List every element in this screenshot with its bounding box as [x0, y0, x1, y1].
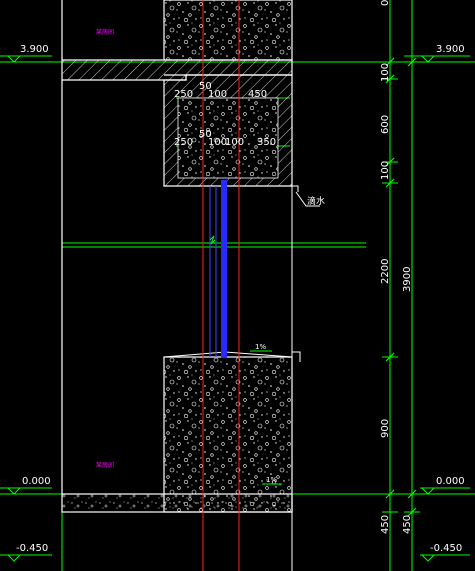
dim-900: 900	[380, 419, 391, 438]
dim-top-cut: 0	[380, 0, 391, 6]
elevation-top-right: 3.900	[436, 44, 465, 55]
elevation-marker-bottom-right	[420, 554, 470, 562]
detail-row1-a: 250	[174, 89, 193, 100]
elevation-marker-bottom-left	[0, 554, 52, 562]
sill-slope	[163, 351, 293, 358]
detail-row1-d: 450	[248, 89, 267, 100]
note-leader	[295, 191, 320, 207]
dimension-ticks	[385, 57, 417, 517]
dim-600: 600	[380, 115, 391, 134]
dim-450-a: 450	[380, 515, 391, 534]
slope-arrows	[250, 350, 282, 485]
detail-row1-b: 50	[199, 81, 212, 92]
detail-row1-c: 100	[208, 89, 227, 100]
axis-lines	[202, 0, 240, 571]
room-label-lower: 某房间	[96, 461, 114, 469]
drip-note: 滴水	[307, 195, 325, 207]
elevation-ground-right: 0.000	[436, 476, 465, 487]
slope-upper: 1%	[255, 343, 266, 351]
sill-wall	[163, 356, 293, 513]
detail-row2-c: 100	[208, 137, 227, 148]
elevation-marker-top-left	[0, 55, 52, 63]
elevation-marker-ground-left	[0, 487, 52, 495]
window	[209, 180, 227, 358]
dim-450-b: 450	[402, 515, 413, 534]
elevation-marker-ground-right	[420, 487, 470, 495]
dim-100-a: 100	[380, 63, 391, 82]
sill-cap	[292, 351, 301, 362]
upper-beam	[163, 0, 293, 61]
detail-row2-a: 250	[174, 137, 193, 148]
slope-lower: 1%	[266, 476, 277, 484]
detail-row2-d: 100	[225, 137, 244, 148]
dim-3900: 3900	[402, 267, 413, 292]
elevation-ground-left: 0.000	[22, 476, 51, 487]
dim-2200: 2200	[380, 259, 391, 284]
room-label-upper: 某房间	[96, 28, 114, 36]
drip-edge	[292, 185, 299, 192]
elevation-top-left: 3.900	[20, 44, 49, 55]
elevation-bottom-right: -0.450	[430, 543, 462, 554]
ground-slab	[61, 493, 293, 513]
detail-row2-e: 350	[257, 137, 276, 148]
elevation-marker-top-right	[420, 55, 470, 63]
detail-row2-b: 50	[199, 129, 212, 140]
dim-100-b: 100	[380, 161, 391, 180]
elevation-bottom-left: -0.450	[16, 543, 48, 554]
lintel-inner-fill	[178, 98, 278, 178]
